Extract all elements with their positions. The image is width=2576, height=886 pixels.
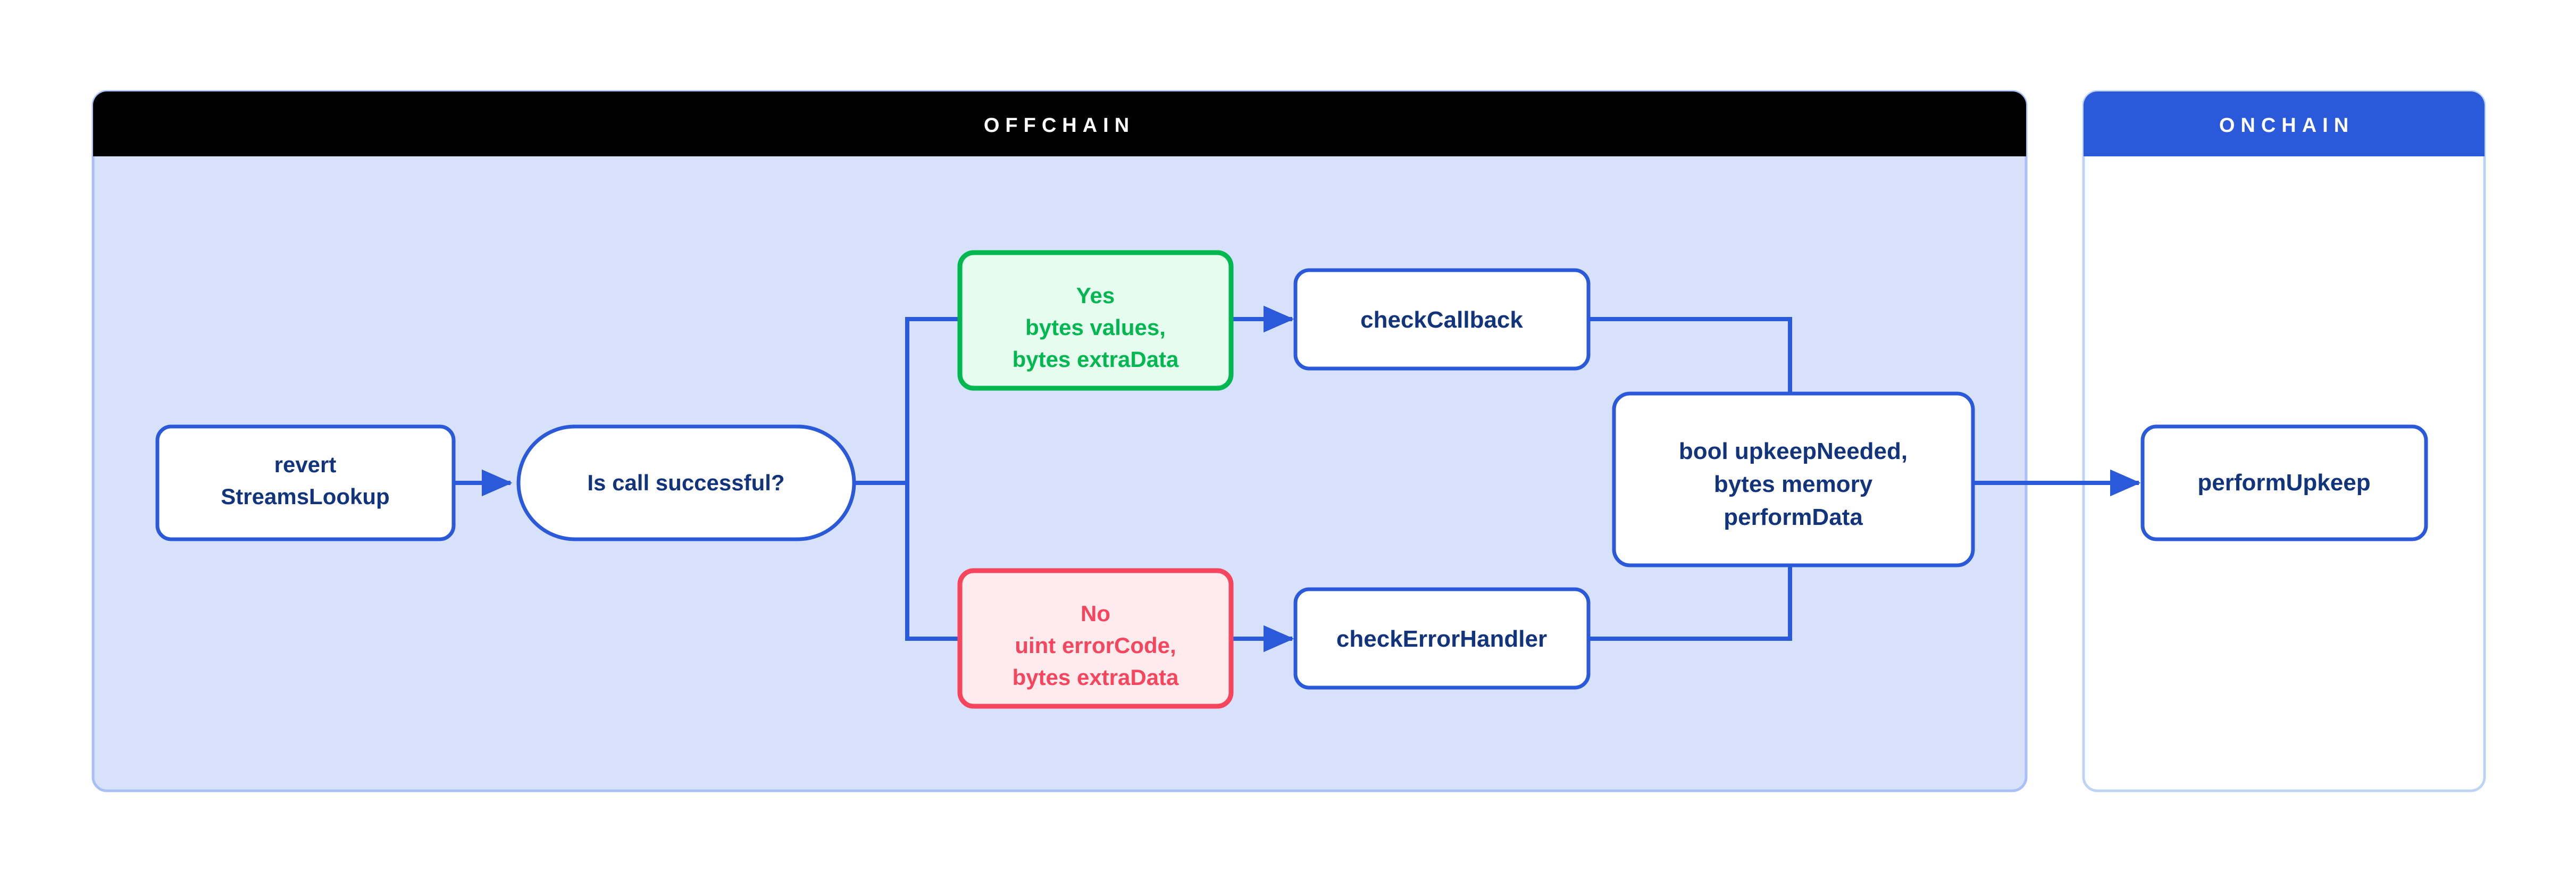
node-revert-streamslookup-line1: revert	[274, 452, 337, 477]
node-upkeep-result-line2: bytes memory	[1714, 471, 1873, 497]
node-yes-branch-line3: bytes extraData	[1013, 347, 1179, 372]
node-upkeep-result-box[interactable]	[1612, 391, 1975, 567]
edge-bus-to-no	[905, 483, 964, 641]
edge-check-callback-to-upkeep	[1588, 317, 1792, 394]
node-no-branch[interactable]: No uint errorCode, bytes extraData	[957, 568, 1234, 709]
node-check-callback-label: checkCallback	[1360, 307, 1523, 333]
node-yes-branch-line2: bytes values,	[1025, 315, 1166, 340]
onchain-panel-header	[2084, 91, 2485, 156]
node-revert-streamslookup[interactable]: revert StreamsLookup	[155, 424, 456, 541]
onchain-panel-title: ONCHAIN	[2219, 114, 2354, 137]
node-no-branch-box[interactable]	[957, 568, 1234, 709]
node-no-branch-line1: No	[1081, 601, 1110, 626]
node-no-branch-line3: bytes extraData	[1013, 665, 1179, 690]
node-revert-streamslookup-line2: StreamsLookup	[221, 484, 389, 509]
node-no-branch-line2: uint errorCode,	[1015, 633, 1176, 658]
node-is-call-successful[interactable]: Is call successful?	[516, 424, 856, 541]
edge-bus-to-yes	[905, 317, 964, 483]
node-check-error-handler-box[interactable]	[1293, 587, 1591, 690]
node-upkeep-result[interactable]: bool upkeepNeeded, bytes memory performD…	[1612, 391, 1975, 567]
node-perform-upkeep-label: performUpkeep	[2197, 470, 2370, 496]
node-is-call-successful-box[interactable]	[516, 424, 856, 541]
node-yes-branch-box[interactable]	[957, 250, 1234, 391]
node-is-call-successful-label: Is call successful?	[587, 470, 784, 495]
offchain-panel-title: OFFCHAIN	[984, 114, 1135, 137]
node-check-error-handler-label: checkErrorHandler	[1336, 626, 1547, 652]
node-check-error-handler[interactable]: checkErrorHandler	[1293, 587, 1591, 690]
node-upkeep-result-line3: performData	[1724, 504, 1863, 530]
node-check-callback-box[interactable]	[1293, 268, 1591, 371]
node-perform-upkeep-box[interactable]	[2140, 424, 2428, 541]
node-yes-branch-line1: Yes	[1076, 283, 1115, 308]
node-perform-upkeep[interactable]: performUpkeep	[2140, 424, 2428, 541]
node-check-callback[interactable]: checkCallback	[1293, 268, 1591, 371]
offchain-panel-header	[93, 91, 2026, 156]
connectors	[455, 305, 2141, 653]
node-upkeep-result-line1: bool upkeepNeeded,	[1679, 438, 1908, 464]
edge-check-error-handler-to-upkeep	[1588, 565, 1792, 641]
node-yes-branch[interactable]: Yes bytes values, bytes extraData	[957, 250, 1234, 391]
node-revert-streamslookup-box[interactable]	[155, 424, 456, 541]
